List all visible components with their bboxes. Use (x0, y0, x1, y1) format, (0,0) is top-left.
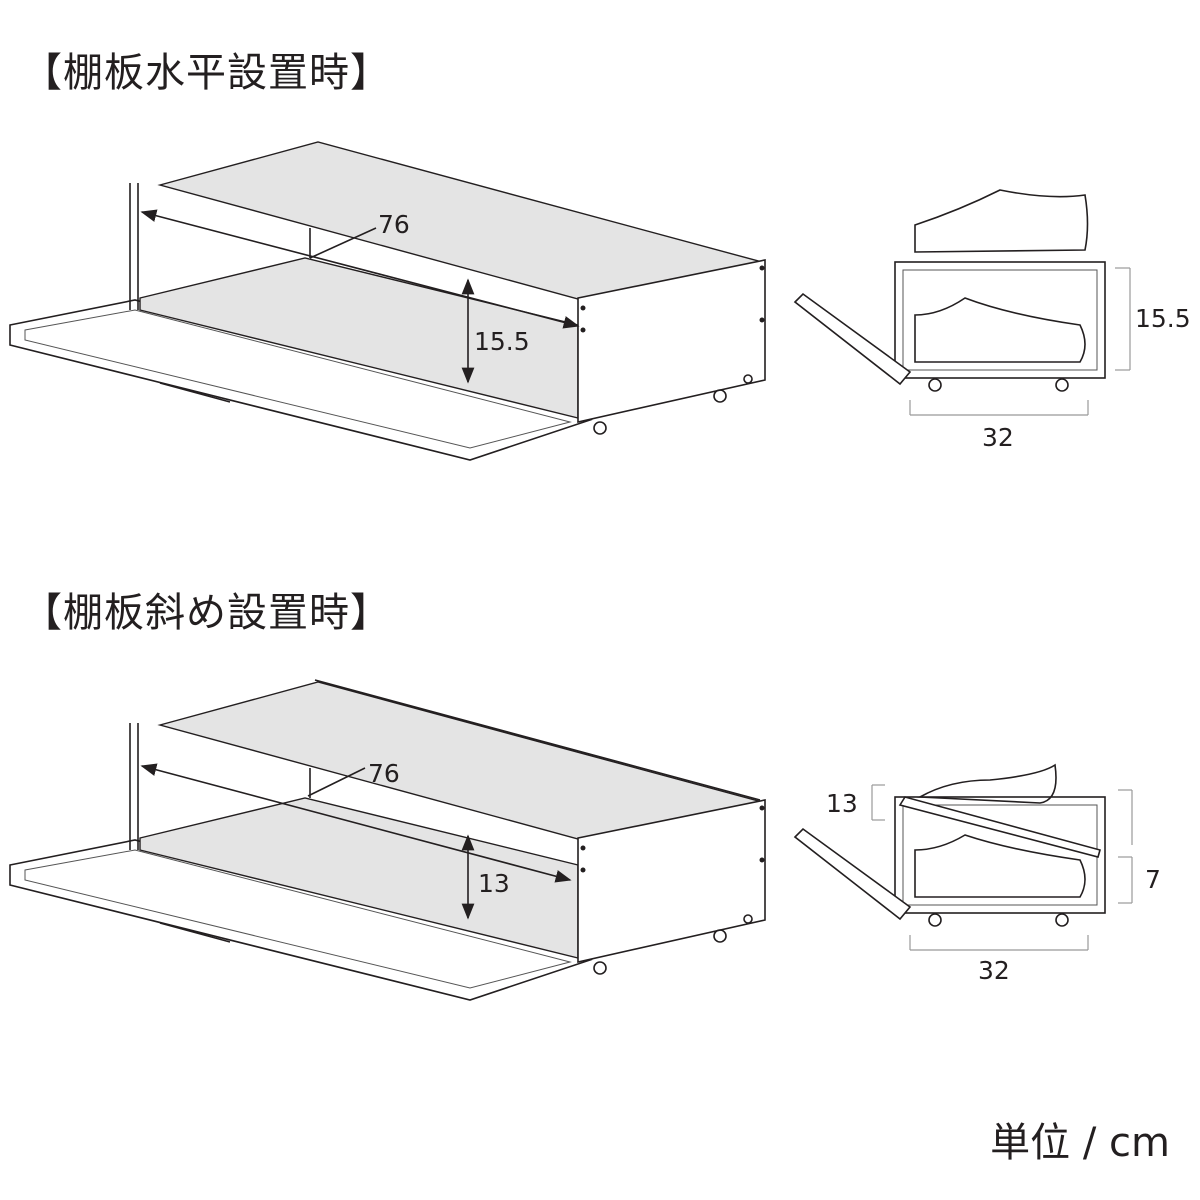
section-title-slanted: 【棚板斜め設置時】 (22, 590, 391, 636)
side-depth-label-slanted: 32 (978, 956, 1010, 985)
shoe-rack-slanted-side (794, 763, 1133, 951)
width-dimension-label: 76 (378, 210, 410, 239)
shoe-rack-horizontal-3d (9, 141, 766, 461)
shoe-rack-horizontal-side (794, 189, 1131, 416)
side-lower-height-label: 7 (1145, 865, 1161, 894)
height-dimension-label-slanted: 13 (478, 869, 510, 898)
section-title-horizontal: 【棚板水平設置時】 (22, 50, 391, 96)
width-dimension-label-slanted: 76 (368, 759, 400, 788)
shoe-rack-slanted-3d (9, 679, 766, 1001)
height-dimension-label: 15.5 (474, 327, 530, 356)
side-upper-height-label: 13 (826, 789, 858, 818)
unit-label: 単位 / cm (990, 1120, 1170, 1166)
side-height-label: 15.5 (1135, 304, 1191, 333)
side-depth-label: 32 (982, 423, 1014, 452)
